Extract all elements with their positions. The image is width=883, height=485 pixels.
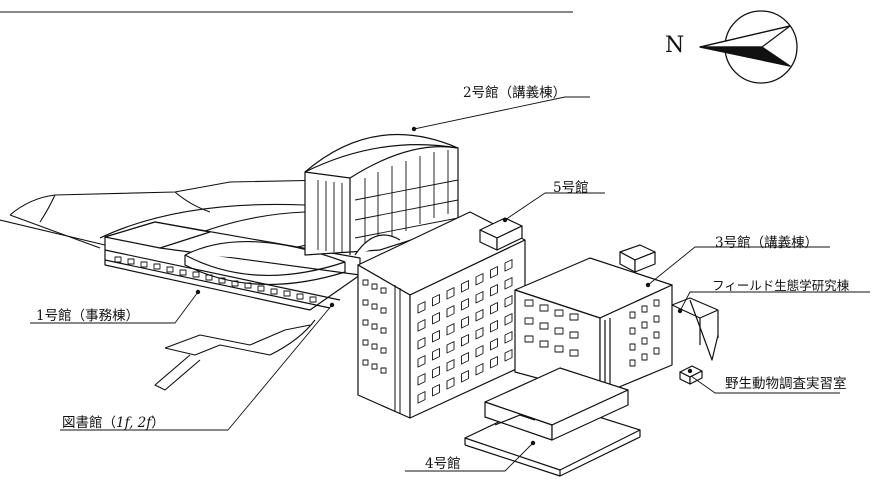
label-library-suffix: ） xyxy=(151,415,165,431)
building-2-shape xyxy=(304,133,459,256)
window-mark xyxy=(490,356,498,369)
label-library-prefix: 図書館（ xyxy=(62,415,116,431)
label-building-3: 3号館（講義棟） xyxy=(715,235,819,251)
window-mark xyxy=(417,373,426,386)
window-mark xyxy=(417,391,426,404)
window-mark xyxy=(417,337,426,350)
window-mark xyxy=(490,266,498,279)
label-library: 図書館（1f, 2f） xyxy=(62,415,165,431)
window-mark xyxy=(446,359,455,372)
window-mark xyxy=(490,302,498,315)
window-mark xyxy=(446,287,455,300)
leader-lines xyxy=(30,96,870,472)
label-building-1: 1号館（事務棟） xyxy=(36,308,140,324)
window-mark xyxy=(446,323,455,336)
window-mark xyxy=(461,298,469,311)
window-mark xyxy=(504,259,513,272)
wildlife-room-shape xyxy=(679,365,703,385)
window-mark xyxy=(432,312,440,325)
window-mark xyxy=(475,363,484,376)
window-mark xyxy=(475,309,484,322)
window-mark xyxy=(417,319,426,332)
window-mark xyxy=(432,294,440,307)
label-wildlife-room: 野生動物調査実習室 xyxy=(725,376,847,392)
field-lab-shape xyxy=(671,297,719,361)
building-3-shape xyxy=(514,244,673,396)
building-5-shape xyxy=(357,211,526,419)
label-library-floors: 1f, 2f xyxy=(116,415,152,431)
window-mark xyxy=(504,277,513,290)
window-mark xyxy=(461,334,469,347)
window-mark xyxy=(490,284,498,297)
window-mark xyxy=(417,301,426,314)
window-mark xyxy=(417,355,426,368)
window-mark xyxy=(475,291,484,304)
window-mark xyxy=(446,305,455,318)
label-building-5: 5号館 xyxy=(553,180,589,196)
window-mark xyxy=(432,366,440,379)
window-mark xyxy=(504,331,513,344)
compass-icon xyxy=(699,10,798,84)
window-mark xyxy=(432,330,440,343)
building-4-shape xyxy=(464,367,641,477)
label-building-2: 2号館（講義棟） xyxy=(463,85,567,101)
building-1-shape xyxy=(104,221,361,311)
window-mark xyxy=(490,338,498,351)
walkway-outline xyxy=(154,319,316,391)
window-mark xyxy=(461,370,469,383)
window-mark xyxy=(490,320,498,333)
window-mark xyxy=(432,348,440,361)
window-mark xyxy=(504,295,513,308)
label-building-4: 4号館 xyxy=(425,456,461,472)
window-mark xyxy=(432,384,440,397)
window-mark xyxy=(461,280,469,293)
window-mark xyxy=(475,345,484,358)
window-mark xyxy=(446,377,455,390)
window-mark xyxy=(461,352,469,365)
label-field-lab: フィールド生態学研究棟 xyxy=(712,278,850,293)
window-mark xyxy=(504,313,513,326)
window-mark xyxy=(461,316,469,329)
window-mark xyxy=(475,273,484,286)
window-mark xyxy=(475,327,484,340)
window-mark xyxy=(504,349,513,362)
compass-north-label: N xyxy=(665,33,685,58)
window-mark xyxy=(446,341,455,354)
